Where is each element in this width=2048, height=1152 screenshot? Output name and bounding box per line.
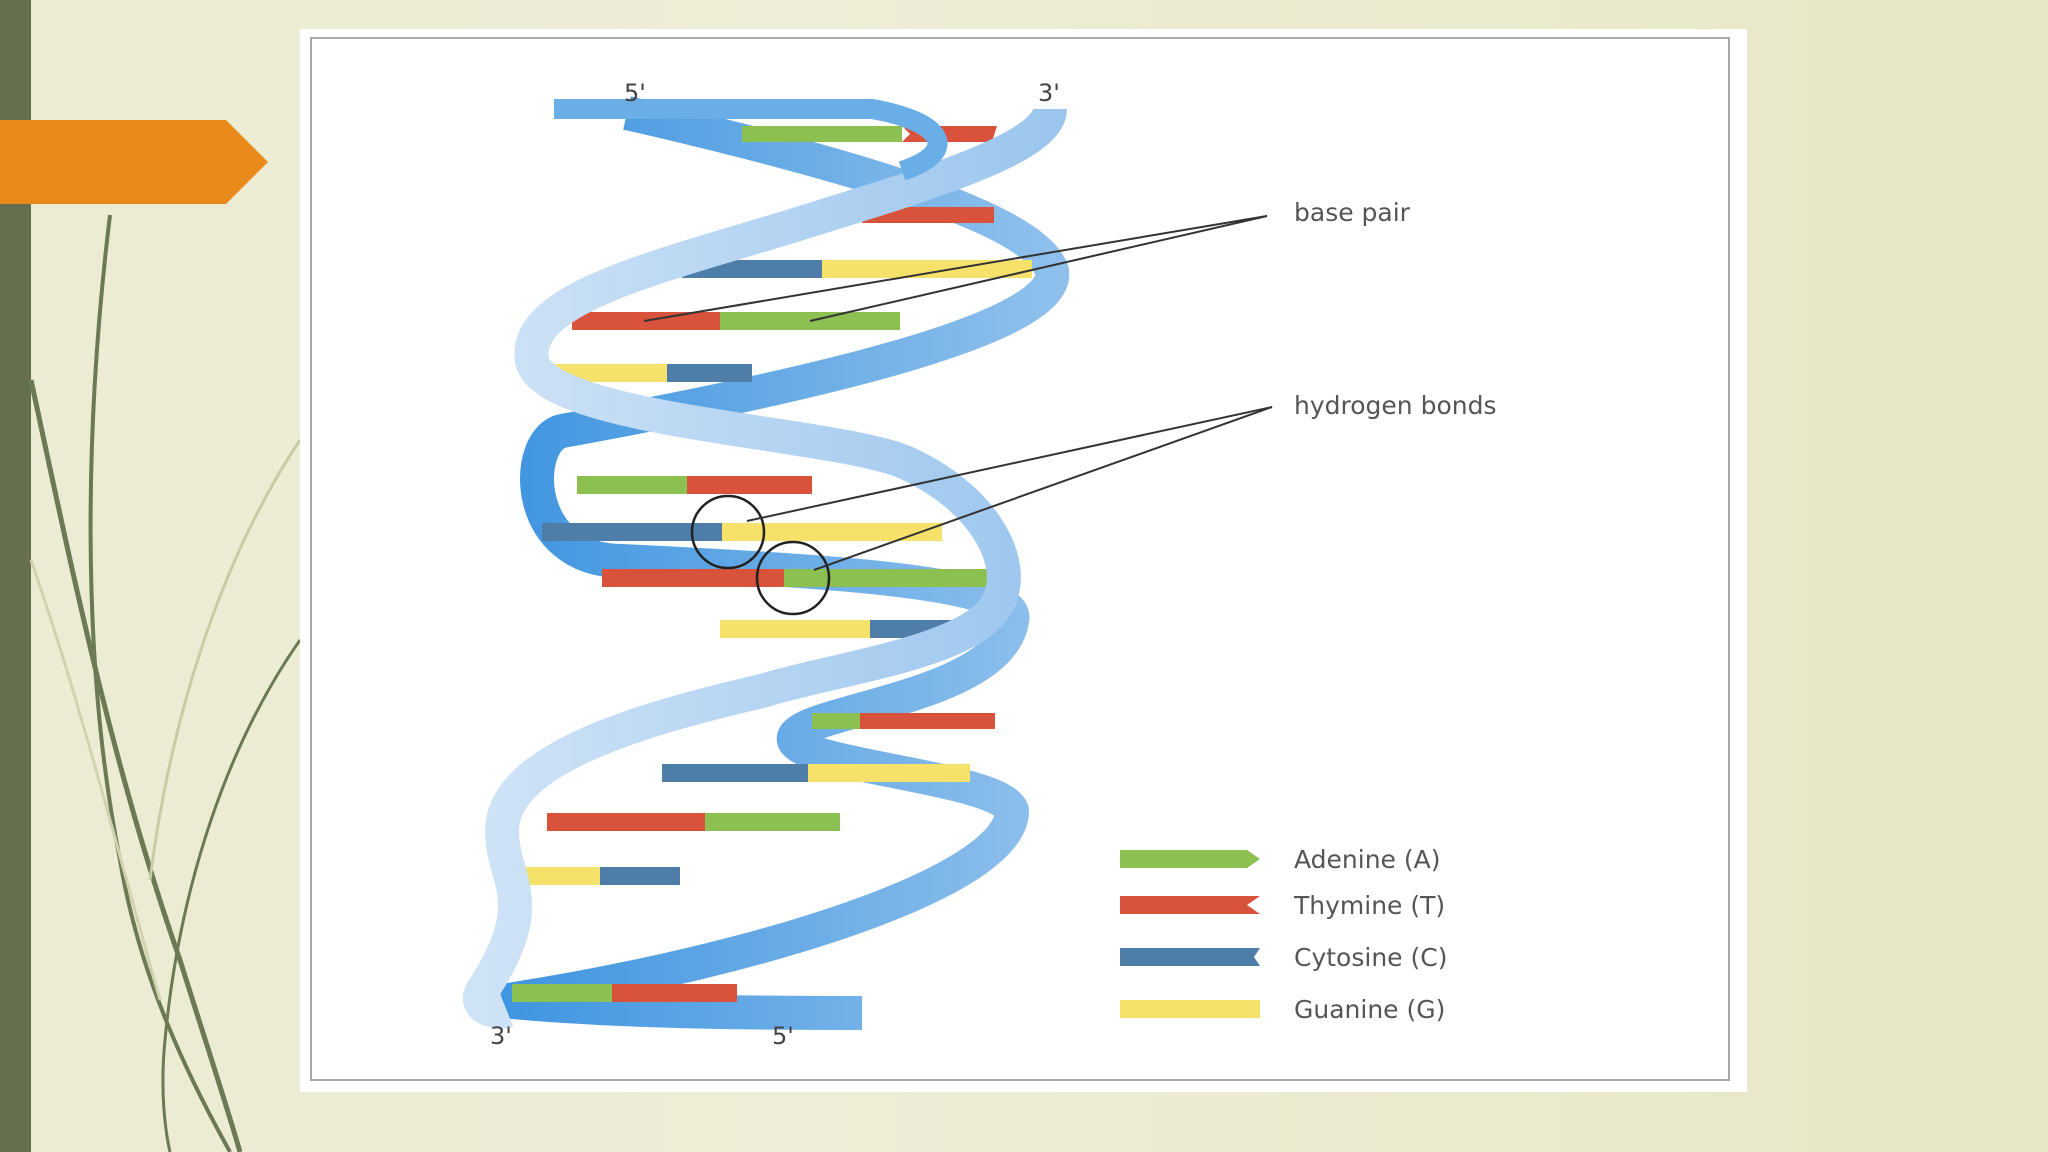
dna-figure-panel: 5' 3' 3' 5' base pair hydrogen bonds Ade… bbox=[310, 37, 1730, 1081]
legend-swatch-adenine bbox=[1120, 850, 1260, 868]
legend-swatch-guanine bbox=[1120, 1000, 1260, 1018]
dna-backbone-strand-back bbox=[499, 96, 1070, 1030]
figure-frame: 5' 3' 3' 5' base pair hydrogen bonds Ade… bbox=[300, 29, 1747, 1092]
legend-label-cytosine: Cytosine (C) bbox=[1294, 943, 1447, 972]
base-pair-label: base pair bbox=[1294, 198, 1411, 227]
orange-arrow-tab bbox=[0, 120, 268, 204]
legend-swatch-cytosine bbox=[1120, 948, 1260, 966]
legend-label-adenine: Adenine (A) bbox=[1294, 845, 1440, 874]
legend: Adenine (A) Thymine (T) Cytosine (C) Gua… bbox=[1120, 845, 1447, 1024]
hydrogen-bonds-label: hydrogen bonds bbox=[1294, 391, 1496, 420]
strand-end-top-left: 5' bbox=[624, 79, 646, 107]
legend-label-guanine: Guanine (G) bbox=[1294, 995, 1445, 1024]
hydrogen-bond-circle-2 bbox=[755, 540, 831, 616]
dna-diagram: 5' 3' 3' 5' base pair hydrogen bonds Ade… bbox=[463, 79, 1496, 1050]
decorative-grass-lines bbox=[28, 214, 302, 1152]
strand-end-bottom-right: 5' bbox=[772, 1022, 794, 1050]
strand-end-bottom-left: 3' bbox=[490, 1022, 512, 1050]
legend-swatch-thymine bbox=[1120, 896, 1260, 914]
strand-end-top-right: 3' bbox=[1038, 79, 1060, 107]
legend-label-thymine: Thymine (T) bbox=[1293, 891, 1445, 920]
dna-backbone-strand-front bbox=[463, 105, 1067, 1029]
hydrogen-bond-circle-1 bbox=[690, 494, 766, 570]
dna-backbone-top-cap bbox=[554, 99, 948, 181]
